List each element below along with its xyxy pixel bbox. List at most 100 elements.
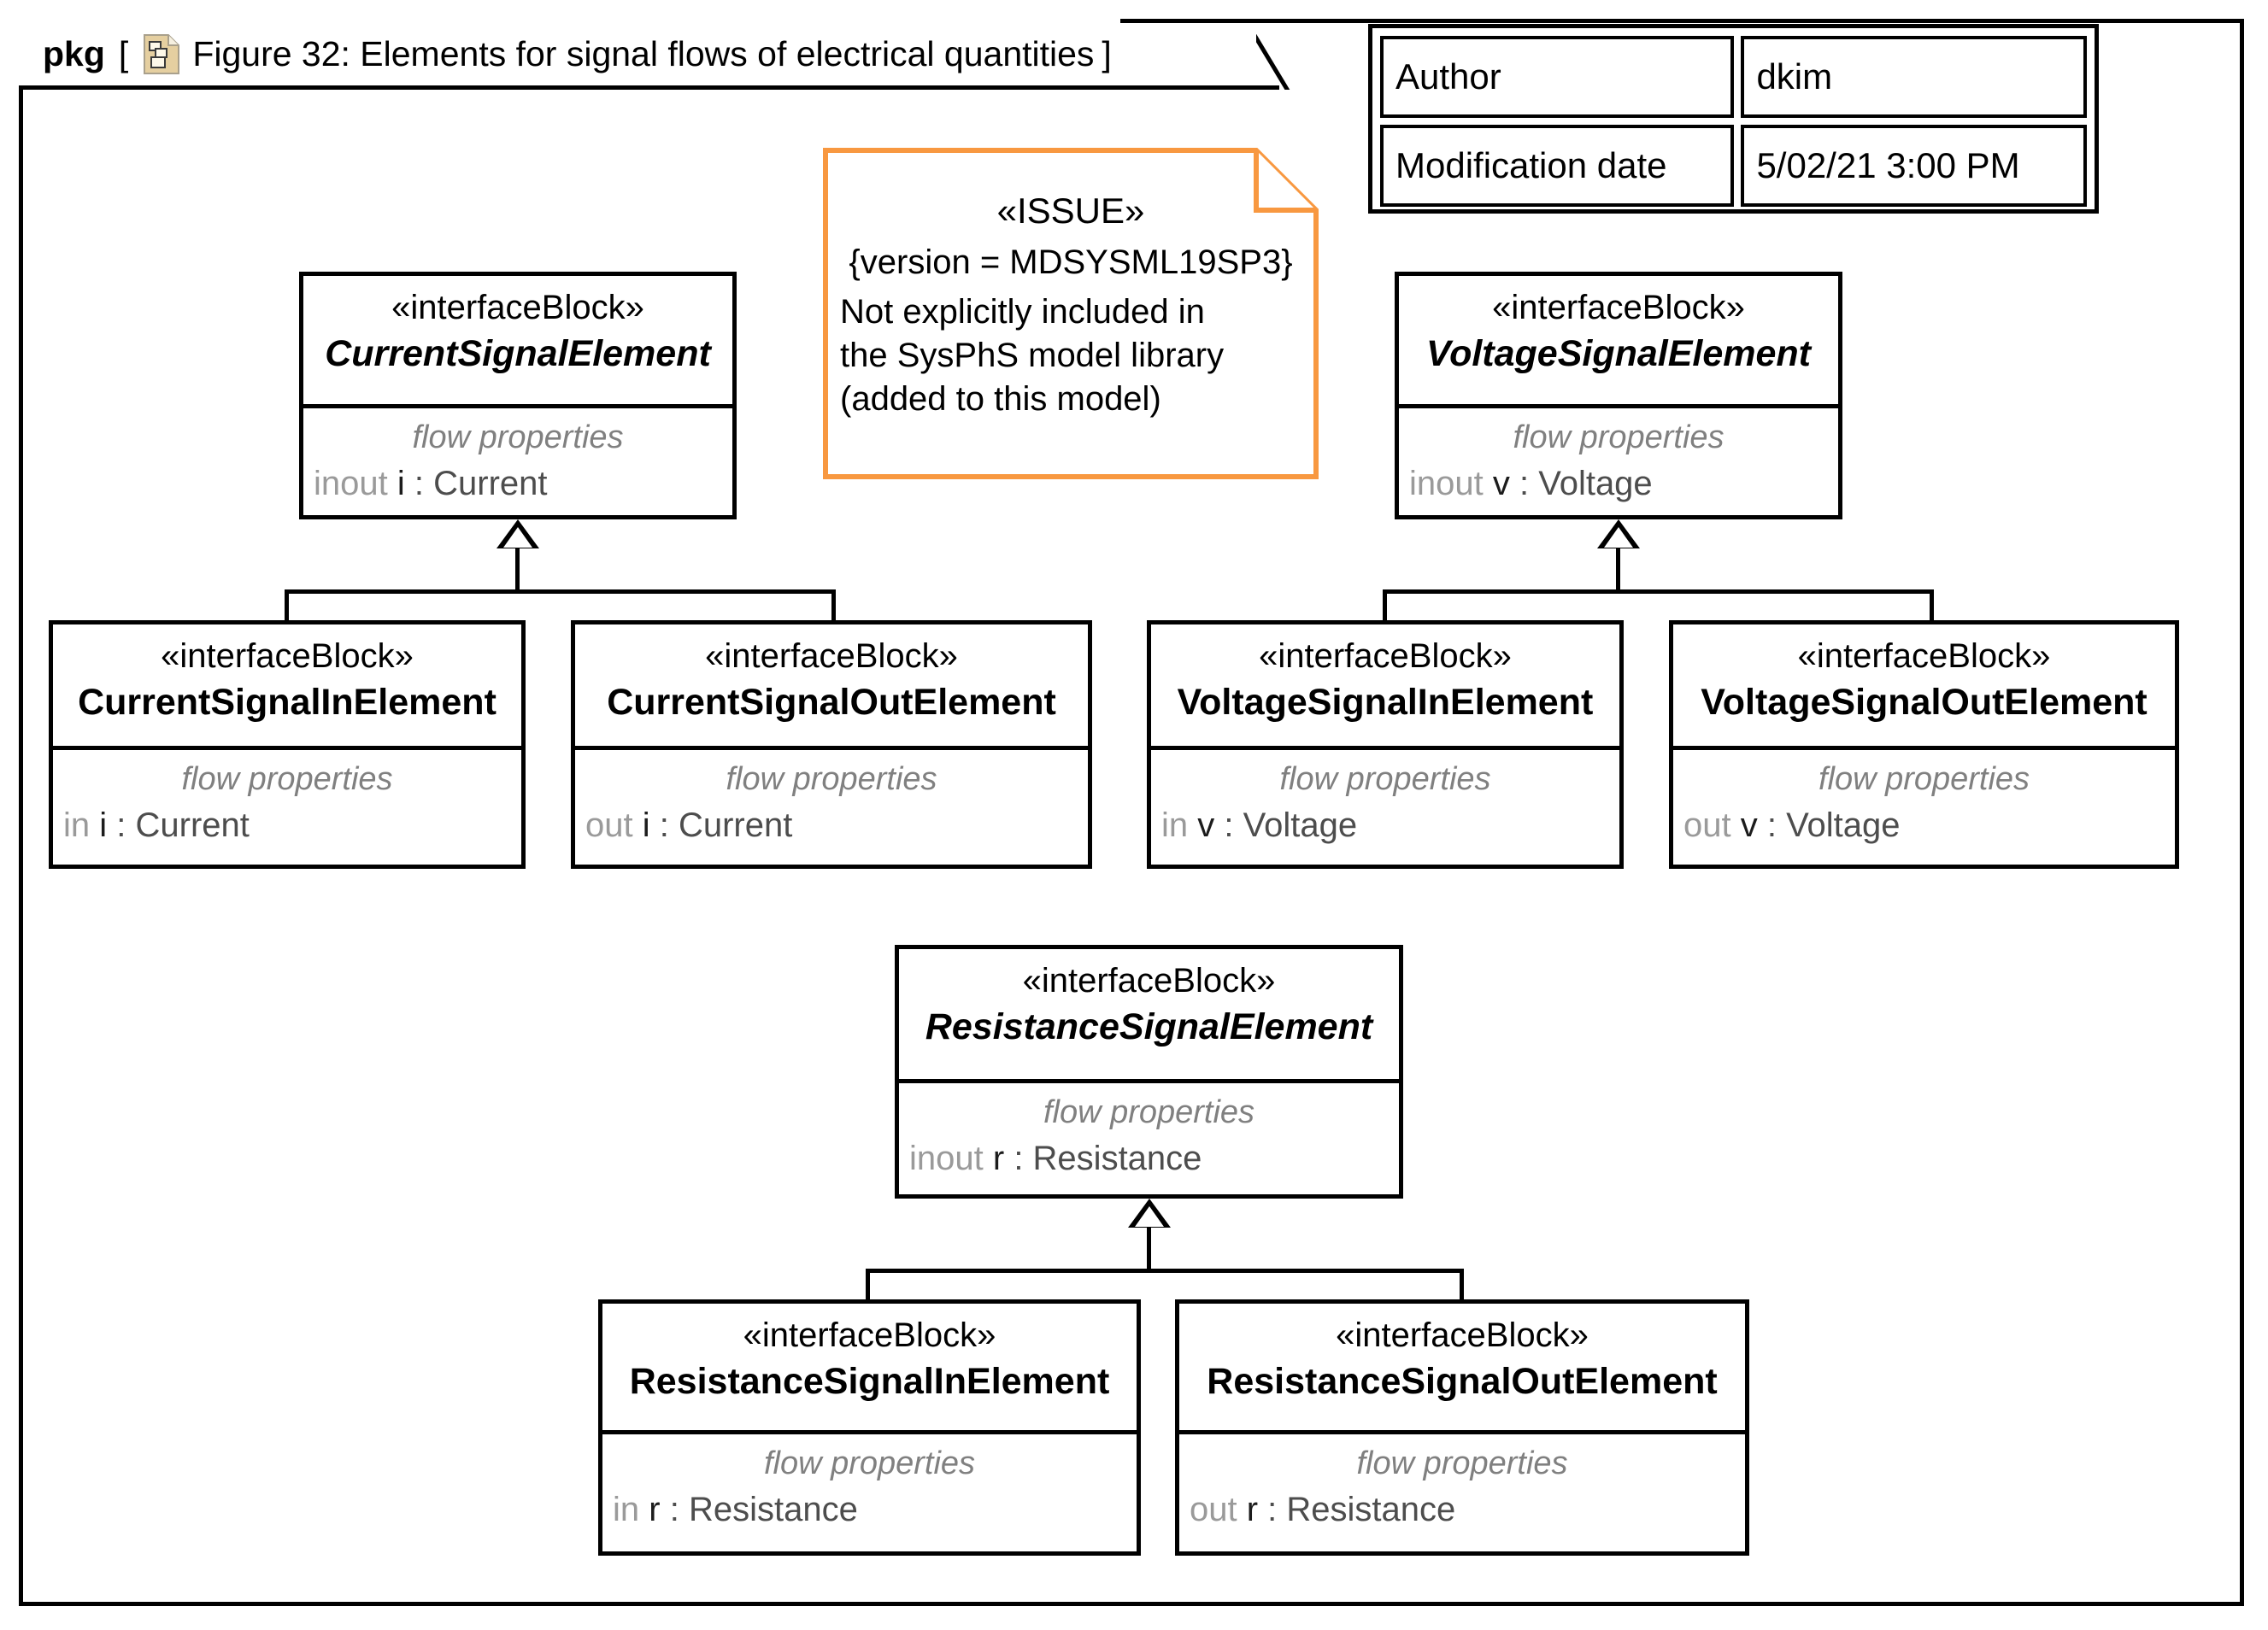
flow-property-separator: : xyxy=(107,806,136,844)
flow-property-type: Voltage xyxy=(1786,806,1901,844)
compartment-divider xyxy=(575,746,1088,750)
author-label: Author xyxy=(1380,36,1735,118)
flow-property-separator: : xyxy=(1214,806,1243,844)
generalization-arrow-current xyxy=(496,519,539,548)
block-current-signal-out-element[interactable]: «interfaceBlock» CurrentSignalOutElement… xyxy=(571,620,1092,869)
flow-properties-label: flow properties xyxy=(1279,761,1491,797)
flow-property: out r : Resistance xyxy=(1179,1489,1745,1530)
flow-property-type: Current xyxy=(433,464,548,502)
flow-properties-label: flow properties xyxy=(1818,761,2030,797)
generalization-arrow-voltage xyxy=(1597,519,1640,548)
table-row: Modification date 5/02/21 3:00 PM xyxy=(1380,125,2087,207)
block-stereotype: «interfaceBlock» xyxy=(1259,637,1512,675)
flow-property-separator: : xyxy=(649,806,679,844)
generalization-bar-voltage xyxy=(1383,589,1934,594)
block-name: ResistanceSignalElement xyxy=(925,1006,1373,1048)
flow-property: out i : Current xyxy=(575,805,1088,846)
block-name: VoltageSignalOutElement xyxy=(1701,682,2148,724)
generalization-drop-resistance-out xyxy=(1460,1269,1464,1299)
package-tab-slant xyxy=(1256,19,1307,90)
generalization-stem-resistance xyxy=(1147,1228,1151,1269)
compartment-divider xyxy=(1151,746,1619,750)
block-name: CurrentSignalInElement xyxy=(78,682,496,724)
package-diagram-icon xyxy=(144,34,180,74)
flow-property: out v : Voltage xyxy=(1673,805,2175,846)
block-current-signal-element[interactable]: «interfaceBlock» CurrentSignalElement fl… xyxy=(299,272,737,519)
compartment-divider xyxy=(1399,404,1838,408)
flow-direction: out xyxy=(1683,806,1731,844)
flow-property-name: i xyxy=(642,806,650,844)
author-value: dkim xyxy=(1741,36,2087,118)
flow-property-separator: : xyxy=(1004,1139,1033,1177)
generalization-bar-resistance xyxy=(866,1269,1464,1273)
flow-direction: inout xyxy=(909,1139,984,1177)
note-stereotype: «ISSUE» xyxy=(996,191,1145,231)
flow-property-name: r xyxy=(1246,1490,1259,1528)
generalization-drop-current-in xyxy=(285,589,289,620)
compartment-divider xyxy=(602,1430,1137,1434)
package-frame xyxy=(19,19,2244,1606)
flow-property-type: Voltage xyxy=(1538,464,1653,502)
block-name: VoltageSignalInElement xyxy=(1177,682,1594,724)
compartment-divider xyxy=(53,746,521,750)
flow-direction: in xyxy=(63,806,91,844)
block-stereotype: «interfaceBlock» xyxy=(391,289,644,326)
flow-property: in v : Voltage xyxy=(1151,805,1619,846)
generalization-drop-current-out xyxy=(831,589,836,620)
block-stereotype: «interfaceBlock» xyxy=(1492,289,1745,326)
block-resistance-signal-out-element[interactable]: «interfaceBlock» ResistanceSignalOutElem… xyxy=(1175,1299,1749,1556)
block-stereotype: «interfaceBlock» xyxy=(161,637,414,675)
flow-property-name: i xyxy=(99,806,108,844)
flow-property-name: v xyxy=(1492,464,1510,502)
flow-property-name: v xyxy=(1740,806,1758,844)
flow-property-name: v xyxy=(1197,806,1215,844)
bracket-close: ] xyxy=(1102,34,1112,73)
author-metadata-table: Author dkim Modification date 5/02/21 3:… xyxy=(1368,24,2099,214)
modification-date-value: 5/02/21 3:00 PM xyxy=(1741,125,2087,207)
block-voltage-signal-in-element[interactable]: «interfaceBlock» VoltageSignalInElement … xyxy=(1147,620,1624,869)
generalization-drop-voltage-out xyxy=(1930,589,1934,620)
note-line-3: (added to this model) xyxy=(840,380,1161,419)
note-shape-icon xyxy=(823,148,1319,479)
package-keyword: pkg xyxy=(43,34,105,73)
note-version: {version = MDSYSML19SP3} xyxy=(849,243,1293,281)
block-current-signal-in-element[interactable]: «interfaceBlock» CurrentSignalInElement … xyxy=(49,620,526,869)
generalization-bar-current xyxy=(285,589,836,594)
flow-property-name: r xyxy=(649,1490,661,1528)
generalization-stem-voltage xyxy=(1616,548,1620,589)
flow-property-separator: : xyxy=(660,1490,689,1528)
flow-property: inout r : Resistance xyxy=(899,1138,1399,1179)
generalization-arrow-resistance xyxy=(1128,1199,1171,1228)
flow-properties-label: flow properties xyxy=(1356,1445,1568,1481)
flow-property: in r : Resistance xyxy=(602,1489,1137,1530)
flow-property: inout i : Current xyxy=(303,463,732,504)
flow-property-separator: : xyxy=(1509,464,1539,502)
generalization-drop-voltage-in xyxy=(1383,589,1387,620)
flow-properties-label: flow properties xyxy=(412,419,624,455)
compartment-divider xyxy=(1673,746,2175,750)
flow-direction: out xyxy=(585,806,633,844)
package-tab-underline xyxy=(19,85,1279,90)
flow-direction: out xyxy=(1190,1490,1237,1528)
block-resistance-signal-in-element[interactable]: «interfaceBlock» ResistanceSignalInEleme… xyxy=(598,1299,1141,1556)
block-resistance-signal-element[interactable]: «interfaceBlock» ResistanceSignalElement… xyxy=(895,945,1403,1199)
block-name: VoltageSignalElement xyxy=(1425,333,1811,375)
note-line-1: Not explicitly included in xyxy=(840,293,1205,331)
block-voltage-signal-out-element[interactable]: «interfaceBlock» VoltageSignalOutElement… xyxy=(1669,620,2179,869)
block-name: ResistanceSignalOutElement xyxy=(1207,1361,1718,1403)
flow-direction: inout xyxy=(1409,464,1484,502)
flow-properties-label: flow properties xyxy=(1513,419,1725,455)
block-name: CurrentSignalOutElement xyxy=(607,682,1056,724)
flow-property-separator: : xyxy=(1757,806,1787,844)
block-voltage-signal-element[interactable]: «interfaceBlock» VoltageSignalElement fl… xyxy=(1395,272,1842,519)
diagram-title: Figure 32: Elements for signal flows of … xyxy=(192,34,1095,73)
block-name: ResistanceSignalInElement xyxy=(629,1361,1110,1403)
flow-property-type: Current xyxy=(678,806,793,844)
bracket-open: [ xyxy=(118,34,129,73)
flow-direction: in xyxy=(613,1490,640,1528)
flow-property-type: Resistance xyxy=(688,1490,858,1528)
flow-property-type: Current xyxy=(135,806,250,844)
flow-direction: in xyxy=(1161,806,1189,844)
flow-property-name: i xyxy=(397,464,405,502)
